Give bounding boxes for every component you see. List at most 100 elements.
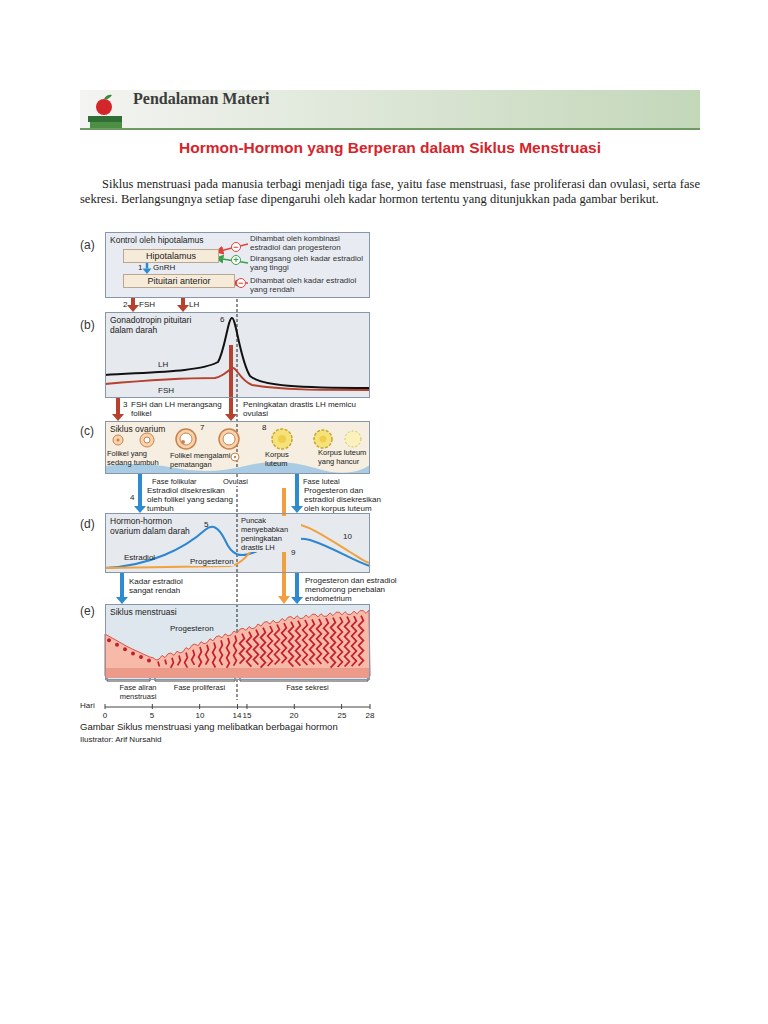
label-text: Korpus luteum yang hancur bbox=[318, 448, 368, 466]
ovary-illustration bbox=[219, 429, 239, 449]
ovary-illustration bbox=[314, 430, 332, 448]
hormone-curve bbox=[105, 368, 370, 390]
panel-frame: Gonadotropin pituitari dalam darah bbox=[105, 312, 370, 398]
arrow-label: GnRH bbox=[153, 263, 175, 272]
label-text: Fase aliran menstruasi bbox=[110, 683, 166, 701]
endometrial-gland bbox=[296, 621, 301, 666]
endometrial-gland bbox=[254, 630, 259, 665]
figure-caption: Gambar Siklus menstruasi yang melibatkan… bbox=[80, 721, 338, 732]
inhibit-sign: − bbox=[231, 242, 241, 252]
endometrial-gland bbox=[338, 617, 343, 667]
label-text: (d) bbox=[80, 517, 95, 531]
callout-number: 5 bbox=[204, 520, 208, 529]
body-paragraph: Siklus menstruasi pada manusia terbagi m… bbox=[80, 177, 700, 207]
arrow-shaft bbox=[138, 474, 142, 506]
endometrial-gland bbox=[234, 636, 237, 666]
arrow-shaft bbox=[181, 298, 185, 305]
arrow-shaft bbox=[146, 263, 149, 269]
endometrial-gland bbox=[171, 658, 174, 668]
day-axis bbox=[105, 704, 370, 709]
diagram-title: Hormon-Hormon yang Berperan dalam Siklus… bbox=[80, 139, 700, 157]
endometrial-gland bbox=[310, 619, 315, 664]
panel-ground bbox=[105, 232, 370, 298]
callout-number: 0 bbox=[90, 711, 120, 720]
panel-title: Siklus menstruasi bbox=[110, 607, 177, 617]
box-label: Hipotalamus bbox=[124, 250, 218, 262]
endometrial-gland bbox=[324, 618, 329, 663]
arrow-label: LH bbox=[189, 300, 199, 309]
endometrial-gland bbox=[261, 628, 266, 668]
panel-frame: Kontrol oleh hipotalamusHipotalamusPitui… bbox=[105, 232, 370, 298]
label-text: Ovulasi bbox=[222, 477, 249, 486]
callout-number: 8 bbox=[262, 423, 266, 432]
callout-number: 3 bbox=[123, 400, 127, 409]
endometrial-gland bbox=[213, 643, 216, 668]
arrow-label: Progesteron dan estradiol mendorong pene… bbox=[305, 576, 415, 603]
ovary-illustration bbox=[272, 429, 292, 449]
arrow-label: Kadar estradiol sangat rendah bbox=[129, 577, 204, 595]
callout-number: 7 bbox=[200, 423, 204, 432]
callout-number: 1 bbox=[138, 263, 142, 272]
axis-tick bbox=[105, 704, 106, 709]
endometrium bbox=[105, 610, 370, 678]
endometrial-gland bbox=[317, 619, 322, 664]
menstrual-blood bbox=[147, 659, 151, 663]
endometrial-gland bbox=[247, 632, 252, 667]
ovary-illustration bbox=[320, 436, 327, 443]
arrow-head bbox=[127, 305, 139, 312]
endometrial-gland bbox=[185, 653, 188, 668]
endometrial-gland bbox=[227, 638, 230, 668]
label-text: Folikel mengalami pematangan bbox=[170, 451, 232, 469]
label-text: Fase proliferasi bbox=[172, 683, 227, 692]
ovary-illustration bbox=[345, 431, 361, 447]
callout-number: 25 bbox=[327, 711, 357, 720]
label-text: Fase folikular bbox=[152, 477, 197, 486]
stimulate-sign: + bbox=[231, 255, 241, 265]
label-text: Puncak menyebabkan peningkatan drastis L… bbox=[241, 516, 301, 552]
flow-arrow bbox=[112, 398, 124, 421]
label-text: (e) bbox=[80, 604, 95, 618]
header-band bbox=[80, 128, 700, 130]
endometrial-gland bbox=[199, 647, 202, 667]
menstrual-blood bbox=[107, 638, 111, 642]
endometrium-layer bbox=[105, 610, 370, 676]
arrow-shaft bbox=[295, 474, 299, 506]
endometrial-gland bbox=[192, 650, 195, 665]
arrow-label: Progesteron dan estradiol disekresikan o… bbox=[304, 486, 389, 513]
label-text: Progesteron bbox=[170, 624, 214, 633]
callout-number: 28 bbox=[355, 711, 385, 720]
label-text: (b) bbox=[80, 318, 95, 332]
ovary-illustration bbox=[181, 440, 185, 444]
header-band bbox=[96, 99, 112, 115]
menstrual-blood bbox=[115, 643, 119, 647]
arrow-shaft bbox=[295, 573, 299, 597]
ovary-illustration bbox=[278, 435, 286, 443]
section-heading: Pendalaman Materi bbox=[80, 90, 700, 108]
endometrial-gland bbox=[220, 640, 223, 665]
callout-number: 15 bbox=[232, 711, 262, 720]
arrow-head bbox=[291, 506, 303, 513]
arrow-shaft bbox=[120, 573, 124, 597]
box-label: Pituitari anterior bbox=[124, 275, 234, 287]
panel-frame: Siklus menstruasi bbox=[105, 604, 370, 680]
endometrial-gland bbox=[275, 625, 280, 665]
endometrial-gland bbox=[178, 655, 181, 665]
label-text: Dirangsang oleh kadar estradiol yang tin… bbox=[250, 254, 368, 272]
panel-title: Kontrol oleh hipotalamus bbox=[110, 235, 204, 245]
arrow-head bbox=[177, 305, 189, 312]
endometrial-gland bbox=[240, 634, 245, 664]
label-text: Ilustrator: Arif Nursahid bbox=[80, 735, 161, 744]
arrow-label: Estradiol disekresikan oleh folikel yang… bbox=[147, 486, 242, 513]
axis-tick bbox=[246, 704, 247, 709]
callout-number: 5 bbox=[137, 711, 167, 720]
menstrual-blood bbox=[139, 655, 143, 659]
panel-title: Gonadotropin pituitari dalam darah bbox=[110, 315, 205, 335]
callout-number: 10 bbox=[343, 532, 352, 541]
label-text: Fase luteal bbox=[303, 477, 340, 486]
arrow-shaft bbox=[229, 398, 233, 414]
arrow-head bbox=[116, 597, 128, 604]
label-text: Dihambat oleh kombinasi estradiol dan pr… bbox=[250, 234, 368, 252]
endometrial-gland bbox=[282, 623, 287, 663]
menstrual-blood bbox=[123, 647, 127, 651]
endometrial-gland bbox=[359, 616, 364, 666]
